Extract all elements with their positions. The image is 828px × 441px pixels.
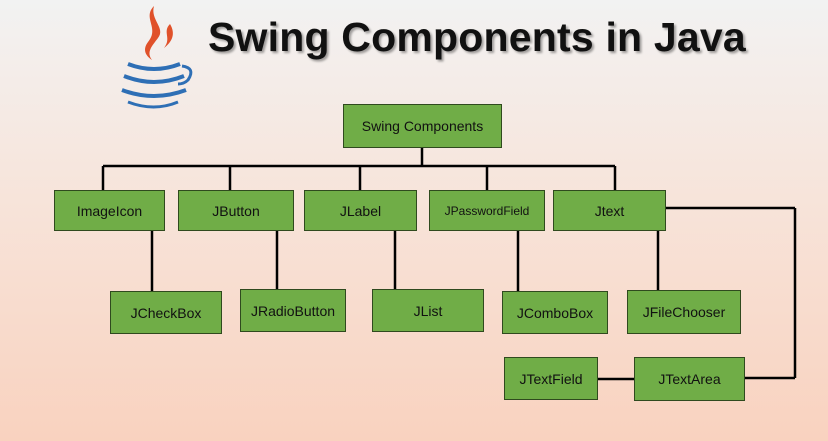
node-jtextarea: JTextArea	[634, 357, 745, 401]
node-jpasswordfield: JPasswordField	[429, 190, 545, 231]
node-jfilechooser: JFileChooser	[627, 290, 741, 334]
node-jtextfield: JTextField	[504, 357, 598, 400]
node-imageicon: ImageIcon	[54, 190, 165, 231]
node-jcheckbox: JCheckBox	[110, 291, 222, 334]
node-jlabel: JLabel	[304, 190, 417, 231]
node-swing-components: Swing Components	[343, 104, 502, 148]
node-jlist: JList	[372, 289, 484, 332]
node-jcombobox: JComboBox	[502, 291, 608, 334]
node-jradiobutton: JRadioButton	[240, 289, 346, 332]
java-logo-icon	[121, 6, 193, 109]
node-jbutton: JButton	[178, 190, 294, 231]
node-jtext: Jtext	[553, 190, 666, 231]
page-title: Swing Components in Java	[208, 14, 746, 60]
